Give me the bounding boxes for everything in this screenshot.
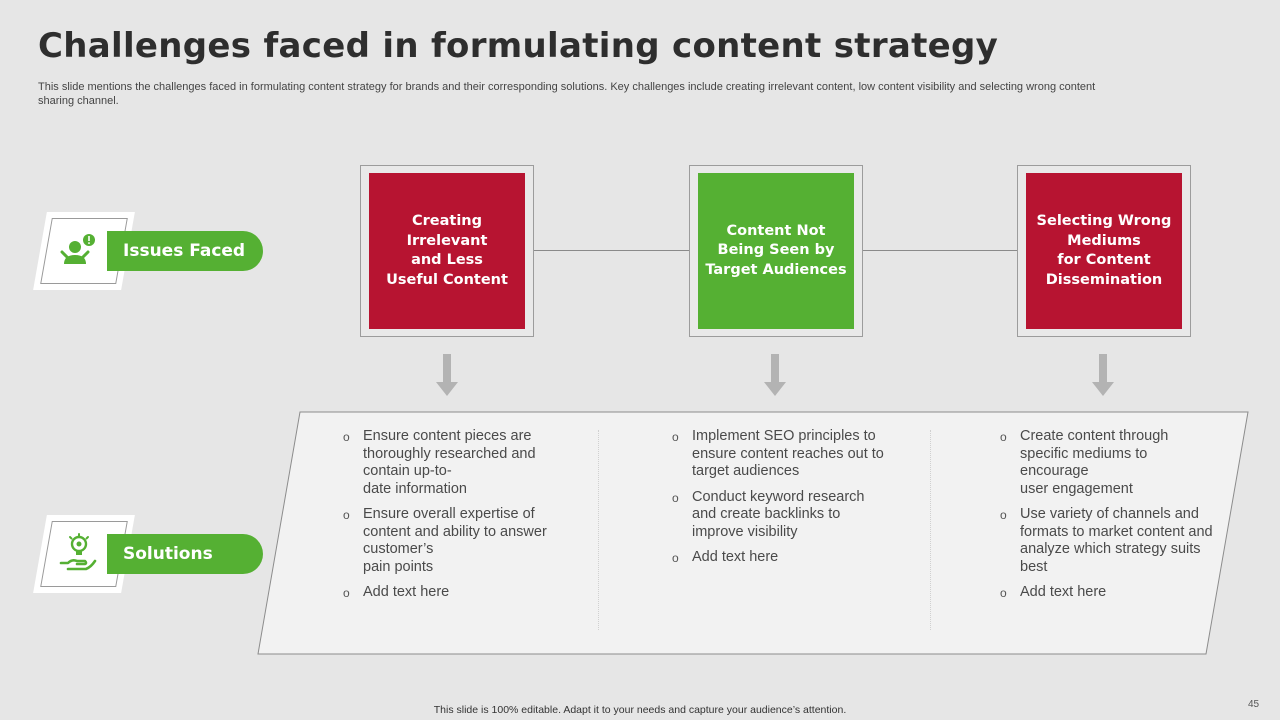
list-item: Implement SEO principles to ensure conte… (672, 428, 887, 481)
column-divider (598, 430, 599, 630)
solution-list: Implement SEO principles to ensure conte… (672, 428, 887, 575)
hand-lightbulb-icon (59, 533, 97, 571)
issue-card: Creating Irrelevant and Less Useful Cont… (360, 165, 534, 337)
connector-line (862, 250, 1017, 251)
solution-list: Ensure content pieces are thoroughly res… (343, 428, 558, 610)
issue-text: Creating Irrelevant and Less Useful Cont… (369, 173, 525, 329)
issue-card: Selecting Wrong Mediums for Content Diss… (1017, 165, 1191, 337)
list-item: Use variety of channels and formats to m… (1000, 506, 1215, 576)
down-arrow-icon (764, 354, 786, 396)
issues-label-group: Issues Faced (33, 212, 280, 292)
list-item: Conduct keyword research and create back… (672, 489, 887, 542)
list-item: Ensure content pieces are thoroughly res… (343, 428, 558, 498)
list-item: Add text here (343, 584, 558, 602)
connector-line (534, 250, 689, 251)
list-item: Add text here (672, 549, 887, 567)
solution-list: Create content through specific mediums … (1000, 428, 1215, 610)
list-item: Add text here (1000, 584, 1215, 602)
down-arrow-icon (436, 354, 458, 396)
column-divider (930, 430, 931, 630)
solutions-label-group: Solutions (33, 515, 280, 595)
issue-text: Selecting Wrong Mediums for Content Diss… (1026, 173, 1182, 329)
issues-faced-pill: Issues Faced (107, 231, 263, 271)
slide-subtitle: This slide mentions the challenges faced… (38, 81, 1096, 107)
issue-text: Content Not Being Seen by Target Audienc… (698, 173, 854, 329)
list-item: Ensure overall expertise of content and … (343, 506, 558, 576)
page-number: 45 (1248, 699, 1260, 710)
down-arrow-icon (1092, 354, 1114, 396)
list-item: Create content through specific mediums … (1000, 428, 1215, 498)
person-alert-icon (60, 234, 95, 264)
solutions-pill: Solutions (107, 534, 263, 574)
slide-footer: This slide is 100% editable. Adapt it to… (433, 704, 847, 716)
issue-card: Content Not Being Seen by Target Audienc… (689, 165, 863, 337)
slide-title: Challenges faced in formulating content … (38, 26, 999, 66)
